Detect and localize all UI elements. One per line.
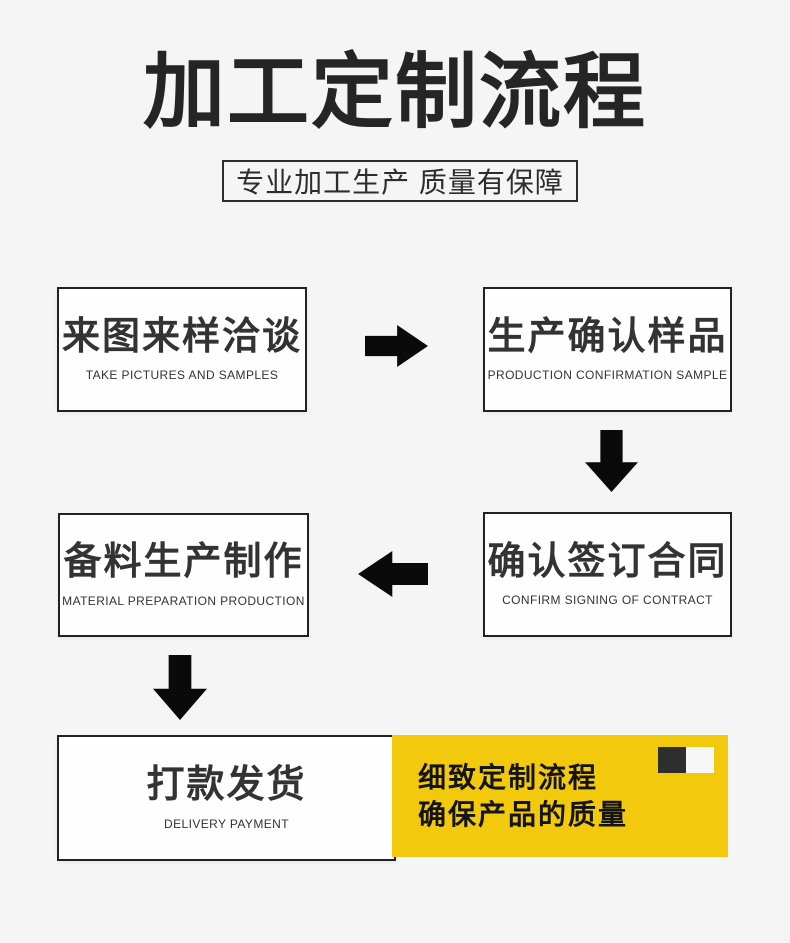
step-title-zh: 打款发货 [146,764,307,807]
step-box-contract: 确认签订合同 CONFIRM SIGNING OF CONTRACT [483,512,732,637]
step-title-en: TAKE PICTURES AND SAMPLES [85,368,279,383]
arrow-down-icon [153,655,207,720]
decorative-squares [658,747,714,773]
highlight-line-2: 确保产品的质量 [418,799,629,830]
arrow-down-icon [585,430,638,492]
subtitle-badge: 专业加工生产 质量有保障 [222,160,578,202]
step-box-consult: 来图来样洽谈 TAKE PICTURES AND SAMPLES [57,287,307,412]
light-square-decoration [686,747,714,773]
step-box-production: 备料生产制作 MATERIAL PREPARATION PRODUCTION [58,513,309,637]
dark-square-decoration [658,747,686,773]
highlight-banner: 细致定制流程 确保产品的质量 [392,735,728,857]
step-title-zh: 来图来样洽谈 [61,315,302,358]
page-title: 加工定制流程 [142,47,647,138]
step-title-en: DELIVERY PAYMENT [164,816,289,831]
step-title-en: MATERIAL PREPARATION PRODUCTION [62,593,305,608]
subtitle-text: 专业加工生产 质量有保障 [236,167,564,198]
step-box-sample-confirm: 生产确认样品 PRODUCTION CONFIRMATION SAMPLE [483,287,732,412]
step-title-zh: 备料生产制作 [63,541,304,584]
arrow-right-icon [365,325,428,367]
step-title-en: PRODUCTION CONFIRMATION SAMPLE [487,368,728,383]
step-title-en: CONFIRM SIGNING OF CONTRACT [502,593,713,608]
highlight-line-1: 细致定制流程 [418,762,599,793]
arrow-left-icon [358,551,428,597]
step-title-zh: 确认签订合同 [487,540,728,583]
step-title-zh: 生产确认样品 [487,315,728,358]
step-box-delivery: 打款发货 DELIVERY PAYMENT [57,735,396,861]
